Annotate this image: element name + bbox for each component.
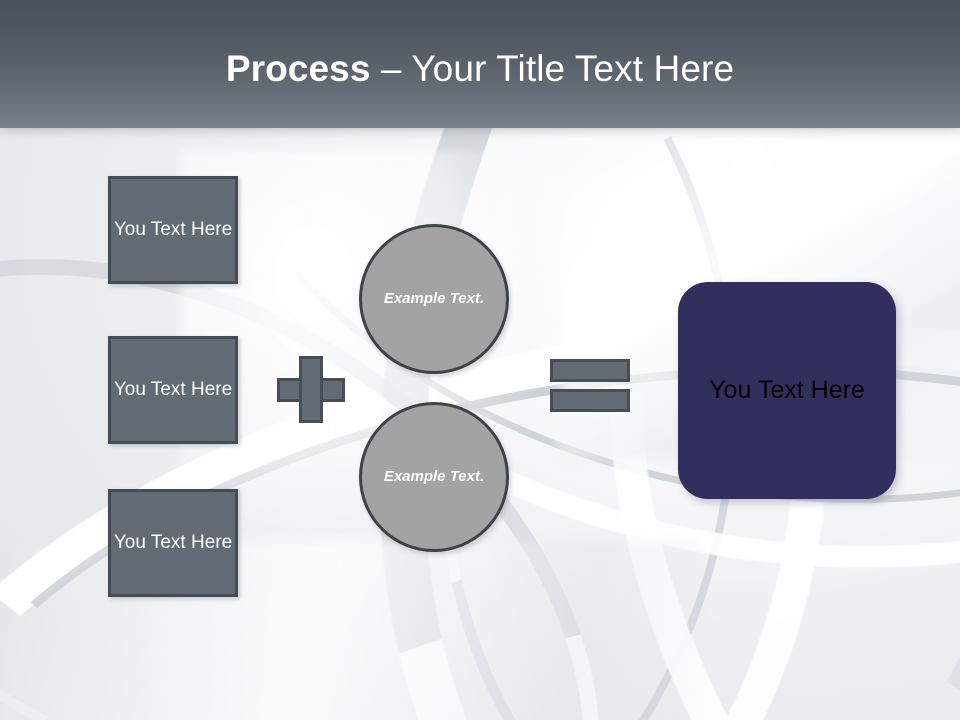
page-title-strong: Process xyxy=(225,47,371,89)
page-title-rest: – Your Title Text Here xyxy=(370,47,735,89)
example-circle-1-label: Example Text. xyxy=(383,290,485,308)
plus-icon-center-patch xyxy=(302,381,320,399)
input-box-2[interactable]: You Text Here xyxy=(108,336,238,444)
example-circle-1[interactable]: Example Text. xyxy=(359,224,509,374)
input-box-1[interactable]: You Text Here xyxy=(108,176,238,284)
input-box-1-label: You Text Here xyxy=(113,219,233,241)
input-box-3[interactable]: You Text Here xyxy=(108,489,238,597)
page-title: Process – Your Title Text Here xyxy=(226,50,734,87)
equals-icon-top-bar xyxy=(550,359,630,382)
result-box[interactable]: You Text Here xyxy=(678,282,896,499)
example-circle-2-label: Example Text. xyxy=(383,468,485,486)
result-box-label: You Text Here xyxy=(709,376,865,404)
equals-icon xyxy=(550,359,630,412)
example-circle-2[interactable]: Example Text. xyxy=(359,402,509,552)
equals-icon-bottom-bar xyxy=(550,389,630,412)
plus-icon xyxy=(277,356,345,423)
input-box-2-label: You Text Here xyxy=(113,379,233,401)
slide-header: Process – Your Title Text Here xyxy=(0,0,960,128)
input-box-3-label: You Text Here xyxy=(113,532,233,554)
